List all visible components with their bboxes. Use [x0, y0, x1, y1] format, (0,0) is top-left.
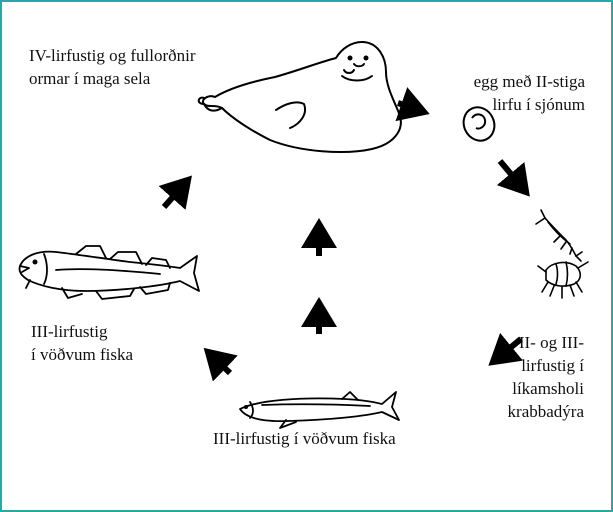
- cod-illustration: [19, 246, 199, 299]
- arrow-cod-to-seal: [164, 180, 188, 207]
- shrimp-icon: [536, 210, 582, 261]
- egg-icon: [458, 102, 500, 145]
- arrow-crustacean-to-fish: [493, 339, 521, 362]
- amphipod-icon: [538, 262, 588, 298]
- arrow-seal-to-egg: [398, 103, 424, 112]
- arrow-egg-to-crustacean: [500, 161, 526, 192]
- capelin-illustration: [240, 392, 399, 428]
- seal-illustration: [199, 42, 401, 152]
- arrow-fish-to-cod: [208, 352, 230, 373]
